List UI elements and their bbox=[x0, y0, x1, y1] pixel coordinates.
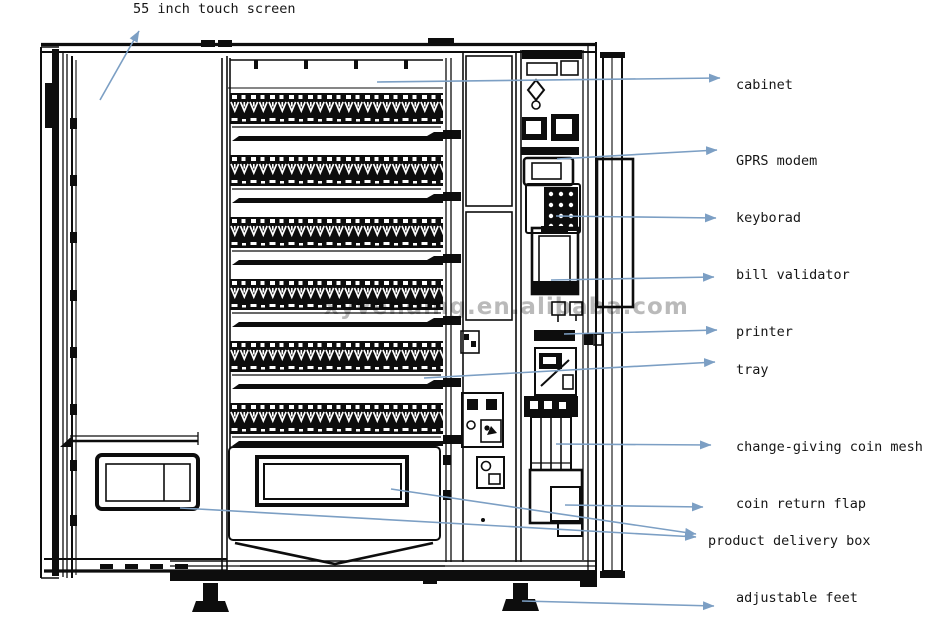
leader-gprs-modem bbox=[556, 146, 718, 160]
coin-changer bbox=[524, 396, 578, 471]
leader-delivery-box-1 bbox=[390, 488, 697, 537]
mount-brackets bbox=[551, 301, 583, 322]
label-adjustable-feet: adjustable feet bbox=[736, 590, 858, 606]
label-product-delivery-box: product delivery box bbox=[708, 533, 871, 549]
cabinet-top-beam bbox=[41, 38, 597, 69]
watermark: xyvending.en.alibaba.com bbox=[324, 294, 689, 320]
relay-boxes bbox=[522, 114, 579, 141]
leader-printer bbox=[563, 325, 718, 335]
leader-keyboard bbox=[555, 213, 717, 223]
delivery-bin bbox=[228, 446, 445, 567]
leader-adjustable-feet bbox=[521, 600, 715, 611]
label-printer: printer bbox=[736, 324, 793, 340]
label-cabinet: cabinet bbox=[736, 77, 793, 93]
right-wall bbox=[582, 42, 635, 580]
label-bill-validator: bill validator bbox=[736, 267, 850, 283]
door-lock bbox=[526, 78, 546, 110]
leader-lines bbox=[99, 30, 721, 611]
side-mounted-box bbox=[595, 157, 635, 309]
middle-pillar bbox=[460, 50, 522, 562]
switch-plate bbox=[461, 392, 504, 448]
bill-validator bbox=[530, 226, 580, 296]
door-shelf bbox=[60, 432, 199, 447]
base-frame bbox=[170, 560, 597, 612]
leader-tray bbox=[423, 358, 716, 379]
key-lock-box bbox=[476, 456, 505, 489]
leader-bill-validator bbox=[550, 272, 715, 282]
label-coin-mesh: change-giving coin mesh bbox=[736, 439, 923, 455]
tray-stack bbox=[228, 58, 461, 562]
leader-touch-screen bbox=[99, 30, 140, 101]
door-hinge-bumps bbox=[70, 118, 77, 526]
coin-return-box bbox=[528, 468, 584, 537]
adjustable-foot-left bbox=[192, 583, 229, 612]
leader-coin-return-flap bbox=[564, 502, 704, 512]
door-hinge-block bbox=[45, 83, 55, 128]
adjustable-foot-right bbox=[502, 583, 539, 611]
label-touch-screen: 55 inch touch screen bbox=[133, 1, 296, 17]
door-delivery-port bbox=[95, 453, 200, 511]
door-panel bbox=[40, 46, 228, 579]
label-gprs-modem: GPRS modem bbox=[736, 153, 818, 169]
label-keyboard: keyborad bbox=[736, 210, 802, 226]
leader-cabinet bbox=[376, 73, 721, 83]
sensor-box bbox=[460, 330, 480, 354]
label-tray: tray bbox=[736, 362, 769, 378]
label-coin-return-flap: coin return flap bbox=[736, 496, 867, 512]
leader-delivery-box-2 bbox=[179, 507, 697, 541]
printer-unit bbox=[534, 330, 577, 396]
gprs-modem bbox=[521, 147, 579, 187]
payment-column bbox=[521, 50, 603, 537]
keypad bbox=[525, 183, 581, 234]
leader-coin-mesh bbox=[555, 440, 712, 450]
